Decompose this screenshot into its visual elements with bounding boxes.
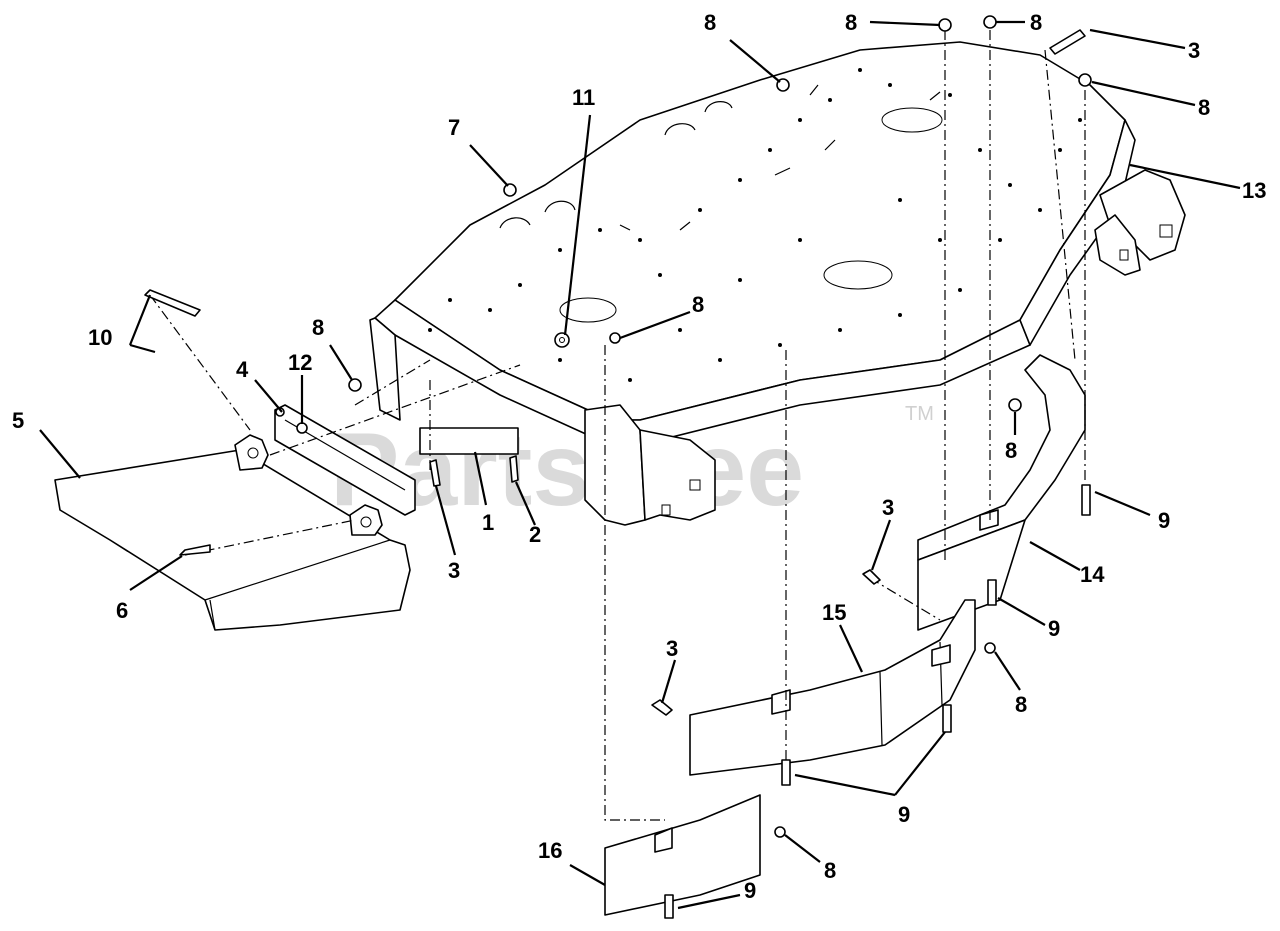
nut-7 — [503, 183, 517, 197]
bolt-9 — [1081, 484, 1091, 516]
callout-6: 6 — [116, 598, 128, 623]
callout-16: 16 — [538, 838, 562, 863]
callout-8: 8 — [824, 858, 836, 883]
plug-2 — [509, 455, 519, 483]
nut-8 — [983, 15, 997, 29]
nut-8 — [938, 18, 952, 32]
callout-8: 8 — [1198, 95, 1210, 120]
callout-8: 8 — [1015, 692, 1027, 717]
deck-housing — [369, 41, 1186, 526]
callout-13: 13 — [1242, 178, 1266, 203]
screw-3 — [429, 459, 441, 487]
hanger-slot — [1159, 224, 1173, 238]
callout-14: 14 — [1080, 562, 1105, 587]
deck-right-skirt — [1019, 119, 1136, 346]
callout-9: 9 — [898, 802, 910, 827]
callout-12: 12 — [288, 350, 312, 375]
hanger-slot — [1119, 249, 1129, 261]
callout-15: 15 — [822, 600, 846, 625]
callout-8: 8 — [1005, 438, 1017, 463]
side-baffle-assembly — [917, 354, 1086, 631]
spindle-opening-left — [559, 297, 617, 323]
hinge-bracket — [274, 404, 416, 516]
callout-9: 9 — [744, 878, 756, 903]
bolt-9 — [987, 579, 997, 606]
rear-right-hanger-inner — [1094, 214, 1141, 276]
hinge-bracket-nut — [296, 422, 308, 434]
callouts: 8 8 8 3 8 13 11 7 8 10 8 4 12 5 6 3 1 2 … — [12, 10, 1266, 903]
callout-11: 11 — [572, 85, 595, 110]
rear-baffle-plate — [604, 794, 761, 916]
callout-8: 8 — [1030, 10, 1042, 35]
callout-1: 1 — [482, 510, 494, 535]
hinge-pin-bolt — [144, 289, 201, 317]
spindle-opening-center — [823, 260, 893, 290]
rear-baffle-assembly — [604, 794, 761, 916]
callout-8: 8 — [692, 292, 704, 317]
callout-8: 8 — [312, 315, 324, 340]
front-left-hanger — [584, 404, 646, 526]
rear-baffle-tab — [654, 827, 673, 853]
callout-3: 3 — [882, 495, 894, 520]
spindle-opening-right — [881, 107, 943, 133]
front-baffle-tab — [771, 689, 791, 715]
hanger-slot — [689, 479, 701, 491]
bolt-9 — [781, 759, 791, 786]
nut-8 — [609, 332, 621, 344]
nut-8 — [348, 378, 362, 392]
deck-rear-bumps — [499, 101, 733, 229]
callout-10: 10 — [88, 325, 112, 350]
callout-9: 9 — [1048, 616, 1060, 641]
callout-8: 8 — [845, 10, 857, 35]
discharge-deflector — [54, 434, 411, 631]
bolt-9 — [942, 704, 952, 733]
deck-top-plate — [394, 41, 1126, 421]
screw-3 — [651, 699, 673, 716]
nut-8 — [1078, 73, 1092, 87]
deck-slots — [619, 84, 941, 231]
hinge-spring-rod — [179, 544, 211, 556]
nut-8 — [1008, 398, 1022, 412]
callout-9: 9 — [1158, 508, 1170, 533]
hinge-hole — [360, 516, 372, 528]
nut-8 — [774, 826, 786, 838]
callout-3: 3 — [666, 636, 678, 661]
callout-5: 5 — [12, 408, 24, 433]
side-baffle-tab — [979, 509, 999, 531]
side-baffle — [917, 354, 1086, 561]
front-baffle-tab — [931, 644, 951, 667]
bolt-9 — [664, 894, 674, 919]
nut-8 — [984, 642, 996, 654]
callout-7: 7 — [448, 115, 460, 140]
callout-8: 8 — [704, 10, 716, 35]
front-left-hanger-plate — [639, 429, 716, 521]
bolt-3 — [1049, 29, 1086, 55]
deck-left-skirt — [369, 317, 401, 421]
assembly-lines — [149, 30, 1086, 821]
callout-4: 4 — [236, 357, 249, 382]
washer-11-hole — [559, 337, 565, 343]
callout-3: 3 — [1188, 38, 1200, 63]
callout-3: 3 — [448, 558, 460, 583]
leader-lines — [39, 20, 1241, 910]
watermark-trademark: TM — [905, 403, 934, 425]
decal-plate — [419, 427, 519, 455]
deck-holes — [428, 68, 1082, 382]
hinge-hole — [247, 447, 259, 459]
hanger-slot — [661, 504, 671, 516]
hardware — [144, 15, 1092, 919]
deflector-edge — [204, 539, 391, 631]
callout-2: 2 — [529, 522, 541, 547]
screw-3 — [862, 569, 881, 585]
